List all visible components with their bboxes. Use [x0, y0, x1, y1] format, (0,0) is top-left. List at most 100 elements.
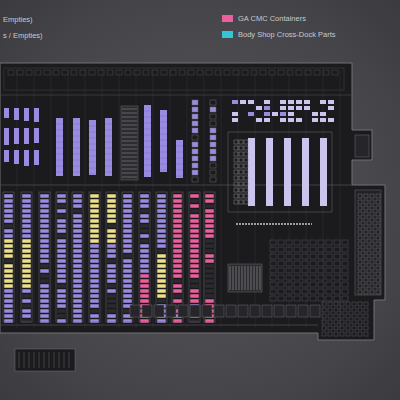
wing-cell: [358, 278, 362, 282]
lane-frame: [172, 192, 183, 322]
rack-cell: [22, 229, 31, 233]
rack-cell: [140, 319, 149, 323]
rack-slot: [122, 117, 137, 118]
rack-cell: [157, 254, 166, 258]
rack-cell: [320, 118, 326, 122]
wing-cell: [364, 314, 368, 318]
rack-cell: [173, 319, 182, 323]
rack-cell: [107, 309, 116, 313]
rack-cell: [173, 299, 182, 303]
rack-cell: [90, 194, 99, 198]
dock-door: [179, 70, 185, 75]
dock-door: [107, 70, 113, 75]
rack-cell: [190, 234, 199, 238]
rack-cell: [173, 209, 182, 213]
floor-cell: [334, 247, 340, 252]
rack-cell: [40, 259, 49, 263]
dock-door: [125, 70, 131, 75]
rack-cell: [205, 199, 214, 203]
bay: [130, 305, 140, 317]
rack-cell: [264, 112, 270, 116]
rack-cell: [205, 254, 214, 258]
rack-cell: [90, 199, 99, 203]
rack-cell: [57, 299, 66, 303]
rack-cell: [205, 259, 214, 263]
rack-cell: [140, 219, 149, 223]
rack-divider: [176, 176, 183, 177]
aisle-line: [0, 185, 352, 186]
rack-cell: [73, 249, 82, 253]
rack-cell: [40, 254, 49, 258]
wing-cell: [352, 326, 356, 330]
wing-cell: [358, 290, 362, 294]
rack-cell: [190, 244, 199, 248]
floor-cell: [302, 261, 308, 266]
rack-cell: [73, 239, 82, 243]
wing-cell: [322, 326, 326, 330]
rack-cell: [157, 299, 166, 303]
rack-cell: [234, 170, 238, 174]
rack-slot: [122, 113, 137, 114]
rack-divider: [160, 116, 167, 117]
floor-cell: [342, 268, 348, 273]
floor-cell: [302, 268, 308, 273]
rack-cell: [73, 279, 82, 283]
rack-cell: [22, 209, 31, 213]
rack-divider: [56, 142, 63, 143]
floor-cell: [326, 261, 332, 266]
wing-cell: [376, 236, 380, 240]
rack-cell: [234, 140, 238, 144]
rack-slot: [122, 121, 137, 122]
rack-bar: [105, 118, 112, 176]
rack-cell: [90, 224, 99, 228]
lane-frame: [72, 192, 83, 322]
rack-cell: [73, 209, 82, 213]
rack-cell: [73, 214, 82, 218]
rack-cell: [210, 128, 216, 133]
rack-cell: [90, 229, 99, 233]
bay: [274, 305, 284, 317]
floor-cell: [318, 240, 324, 245]
staging-bar: [248, 138, 255, 206]
floor-cell: [310, 296, 316, 301]
rack-bar: [160, 110, 167, 172]
rack-cell: [232, 112, 238, 116]
rack-cell: [73, 294, 82, 298]
wing-cell: [364, 290, 368, 294]
rack-divider: [105, 172, 112, 173]
wing-cell: [364, 326, 368, 330]
legend-text: GA CMC Containers: [238, 14, 306, 23]
rack-divider: [73, 172, 80, 173]
wing-cell: [358, 194, 362, 198]
wing-cell: [322, 314, 326, 318]
wing-cell: [358, 284, 362, 288]
rack-cell: [4, 274, 13, 278]
wing-cell: [358, 224, 362, 228]
racks-bottom-left: [3, 192, 215, 323]
rack-cell: [57, 279, 66, 283]
rack-cell: [40, 304, 49, 308]
rack-cell: [123, 319, 132, 323]
rack-cell: [190, 194, 199, 198]
floor-cell: [334, 296, 340, 301]
dock-door: [143, 70, 149, 75]
rack-cell: [157, 274, 166, 278]
rack-cell: [173, 219, 182, 223]
rack-divider: [160, 164, 167, 165]
rack-cell: [40, 314, 49, 318]
rack-cell: [123, 269, 132, 273]
wing-cell: [346, 332, 350, 336]
floor-cell: [286, 296, 292, 301]
rack-cell: [205, 209, 214, 213]
dock-door: [206, 70, 212, 75]
rack-cell: [123, 289, 132, 293]
floor-cell: [302, 254, 308, 259]
bay: [238, 305, 248, 317]
rack-cell: [57, 294, 66, 298]
wing-cell: [328, 332, 332, 336]
rack-cell: [40, 239, 49, 243]
rack-cell: [22, 294, 31, 298]
rack-cell: [190, 224, 199, 228]
rack-cell: [232, 118, 238, 122]
wing-cell: [364, 194, 368, 198]
